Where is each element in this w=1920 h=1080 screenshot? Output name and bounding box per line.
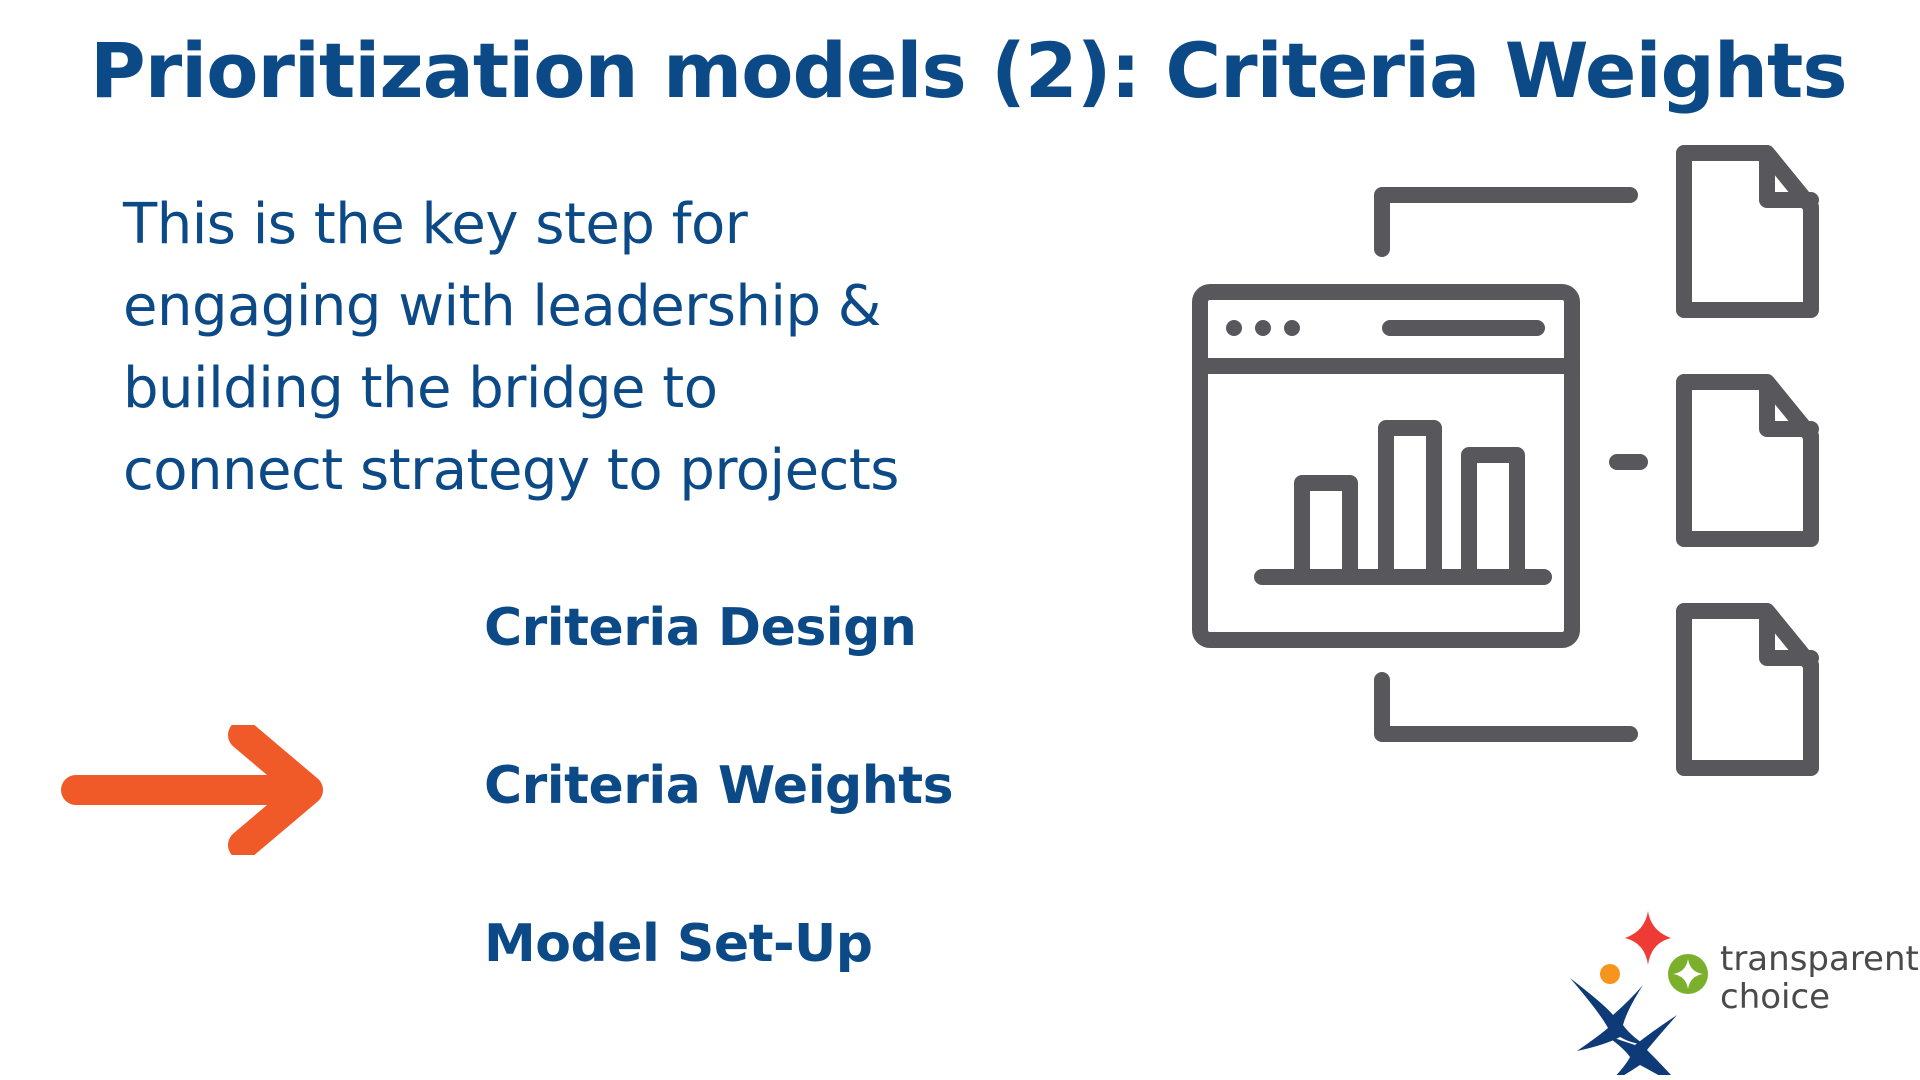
logo-word-2: choice — [1720, 977, 1831, 1017]
step-model-setup: Model Set-Up — [484, 914, 873, 974]
document-icon — [1676, 145, 1819, 318]
logo-stars-icon — [1570, 911, 1708, 1075]
intro-paragraph: This is the key step for engaging with l… — [123, 184, 899, 512]
intro-line: building the bridge to — [123, 356, 718, 421]
intro-line: connect strategy to projects — [123, 438, 899, 503]
step-criteria-weights: Criteria Weights — [484, 756, 954, 816]
slide-title: Prioritization models (2): Criteria Weig… — [90, 26, 1848, 115]
intro-line: This is the key step for — [123, 192, 748, 257]
transparent-choice-logo: transparent choice — [1535, 885, 1920, 1075]
browser-window-icon — [1192, 284, 1580, 648]
arrow-right-icon — [61, 725, 323, 855]
document-icon — [1676, 603, 1819, 776]
intro-line: engaging with leadership & — [123, 274, 881, 339]
document-icon — [1676, 374, 1819, 547]
step-criteria-design: Criteria Design — [484, 598, 917, 658]
dashboard-documents-icon — [1192, 145, 1819, 776]
logo-wordmark: transparent choice — [1720, 940, 1919, 1016]
logo-word-1: transparent — [1720, 939, 1919, 979]
